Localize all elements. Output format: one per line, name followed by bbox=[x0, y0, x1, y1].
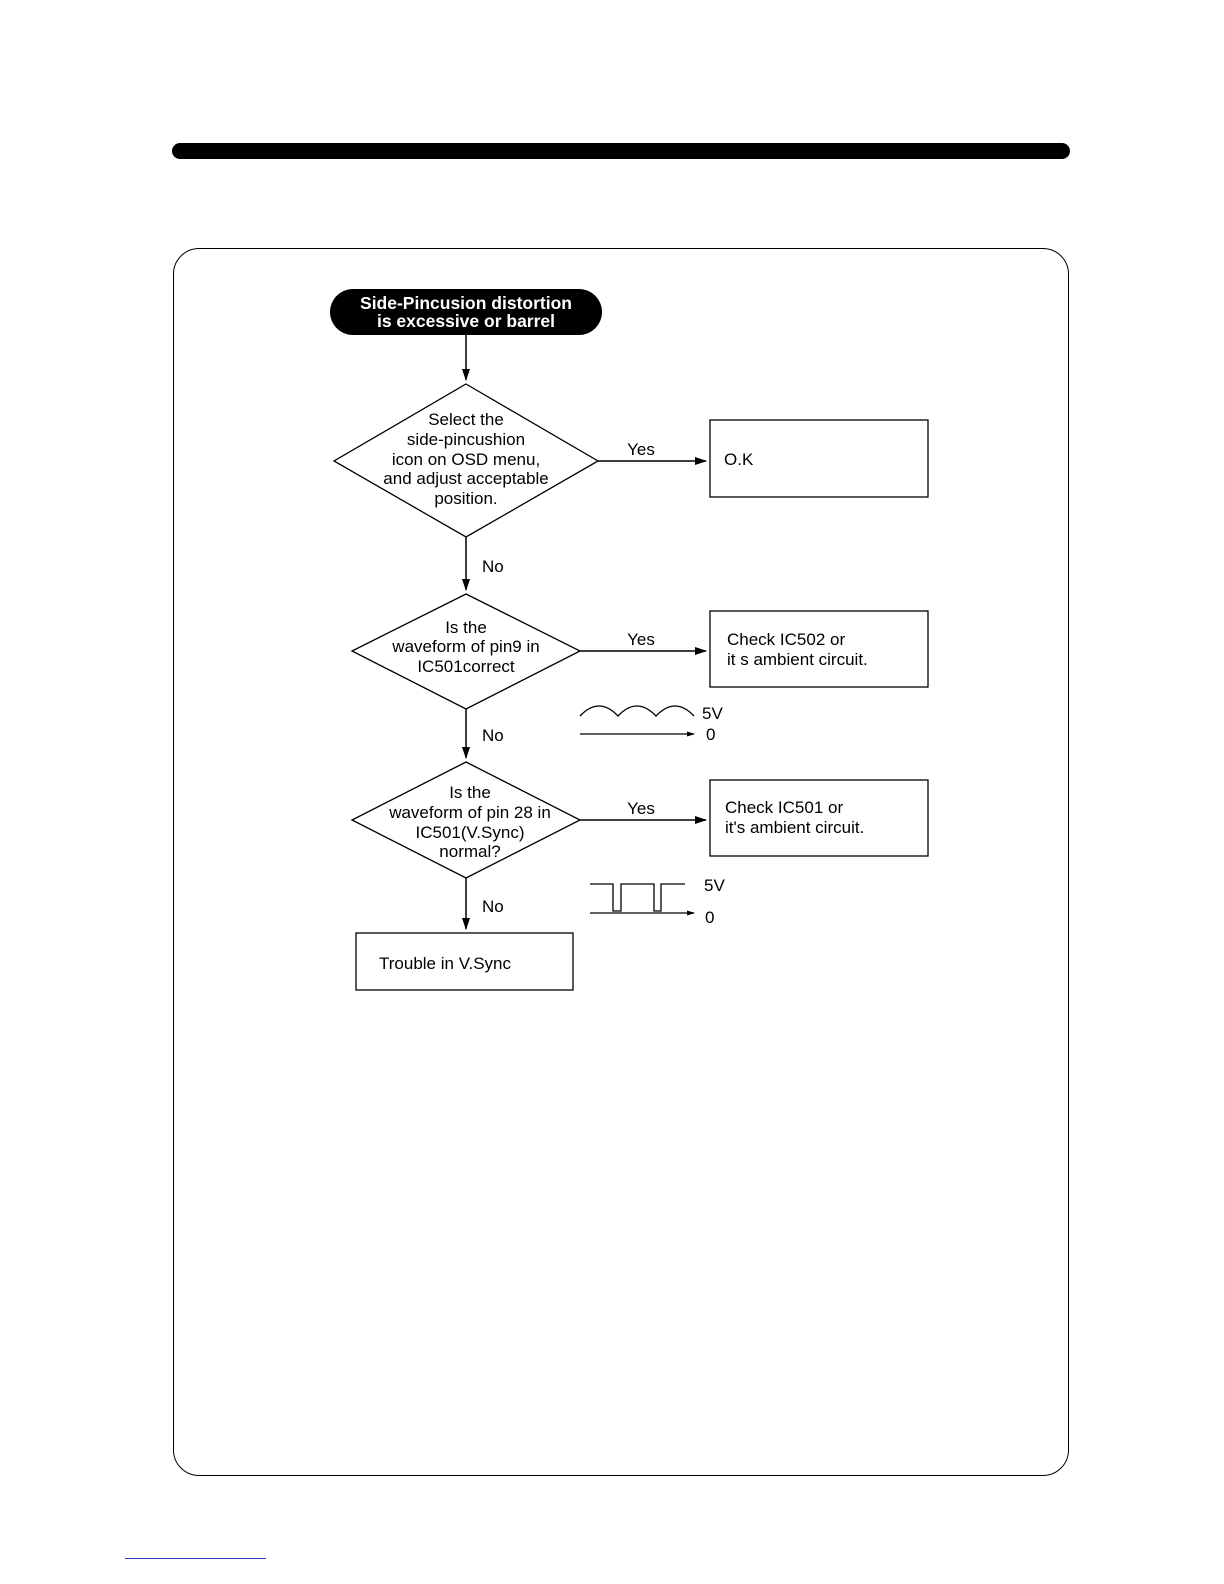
start-line-1: Side-Pincusion distortion bbox=[360, 293, 572, 313]
decision-2-line-1: Is the bbox=[445, 618, 487, 637]
decision-3-line-1: Is the bbox=[449, 783, 491, 802]
waveform-2-low-label: 0 bbox=[705, 908, 714, 927]
yes-label-2: Yes bbox=[627, 630, 655, 649]
decision-3-line-3: IC501(V.Sync) bbox=[416, 823, 525, 842]
waveform-1-low-label: 0 bbox=[706, 725, 715, 744]
decision-2-line-2: waveform of pin9 in bbox=[391, 637, 539, 656]
end-line-1: Trouble in V.Sync bbox=[379, 954, 511, 973]
no-label-2: No bbox=[482, 726, 504, 745]
result-ok-box: O.K bbox=[709, 419, 929, 498]
result-check-ic502-box: Check IC502 or it s ambient circuit. bbox=[709, 610, 929, 688]
start-line-2: is excessive or barrel bbox=[377, 311, 555, 331]
result-2-line-1: Check IC502 or bbox=[727, 630, 845, 649]
waveform-1-high-label: 5V bbox=[702, 704, 723, 723]
decision-1: Select the side-pincushion icon on OSD m… bbox=[332, 383, 600, 538]
decision-2: Is the waveform of pin9 in IC501correct bbox=[350, 593, 582, 710]
decision-1-line-1: Select the bbox=[428, 410, 504, 429]
decision-3-line-4: normal? bbox=[439, 842, 500, 861]
result-3-line-1: Check IC501 or bbox=[725, 798, 843, 817]
decision-1-line-4: and adjust acceptable bbox=[383, 469, 548, 488]
footer-link-underline bbox=[125, 1558, 266, 1559]
waveform-pin28: 5V 0 bbox=[590, 876, 725, 927]
decision-1-line-3: icon on OSD menu, bbox=[392, 450, 540, 469]
decision-1-line-2: side-pincushion bbox=[407, 430, 525, 449]
result-3-line-2: it's ambient circuit. bbox=[725, 818, 864, 837]
waveform-2-high-label: 5V bbox=[704, 876, 725, 895]
start-node: Side-Pincusion distortion is excessive o… bbox=[330, 289, 602, 335]
no-label-1: No bbox=[482, 557, 504, 576]
result-1-line-1: O.K bbox=[724, 450, 754, 469]
decision-2-line-3: IC501correct bbox=[417, 657, 515, 676]
diagram-frame bbox=[173, 248, 1069, 1476]
result-2-line-2: it s ambient circuit. bbox=[727, 650, 868, 669]
decision-1-line-5: position. bbox=[434, 489, 497, 508]
no-label-3: No bbox=[482, 897, 504, 916]
end-node: Trouble in V.Sync bbox=[355, 932, 574, 991]
decision-3: Is the waveform of pin 28 in IC501(V.Syn… bbox=[350, 761, 582, 879]
yes-label-1: Yes bbox=[627, 440, 655, 459]
result-check-ic501-box: Check IC501 or it's ambient circuit. bbox=[709, 779, 929, 857]
header-rule bbox=[172, 143, 1070, 159]
yes-label-3: Yes bbox=[627, 799, 655, 818]
decision-3-line-2: waveform of pin 28 in bbox=[388, 803, 551, 822]
waveform-pin9: 5V 0 bbox=[579, 704, 723, 744]
